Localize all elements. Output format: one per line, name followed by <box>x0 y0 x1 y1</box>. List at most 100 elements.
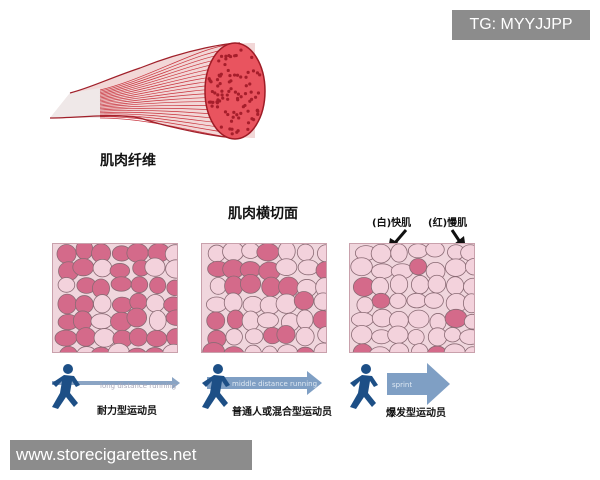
fast-fiber-cell <box>148 310 167 331</box>
slow-fiber-cell <box>145 347 164 352</box>
fast-fiber-cell <box>244 328 264 345</box>
fast-muscle-label: (白)快肌 <box>372 218 412 229</box>
slow-fiber-cell <box>261 276 281 297</box>
slow-fiber-cell <box>312 310 326 330</box>
athlete-label-explosive: 爆发型运动员 <box>386 408 446 419</box>
slow-fiber-cell <box>75 244 94 260</box>
fast-fiber-cell <box>444 327 462 343</box>
fast-fiber-cell <box>76 346 97 352</box>
fast-fiber-cell <box>295 327 315 347</box>
slow-fiber-cell <box>293 291 314 311</box>
fast-fiber-cell <box>296 244 315 262</box>
slow-fiber-cell <box>166 328 177 347</box>
fast-fiber-cell <box>275 293 298 314</box>
slow-fiber-cell <box>276 325 296 344</box>
fast-fiber-cell <box>90 313 113 330</box>
fast-fiber-cell <box>356 296 374 314</box>
arrow-label-sprint: sprint <box>392 381 413 389</box>
fast-fiber-cell <box>407 309 430 329</box>
slow-fiber-cell <box>126 307 148 328</box>
fast-fiber-cell <box>371 263 394 279</box>
slow-fiber-cell <box>239 274 262 294</box>
fast-fiber-cell <box>389 292 407 309</box>
fast-fiber-cell <box>463 277 474 296</box>
arrow-label-long: long distance running <box>100 382 177 390</box>
fast-fiber-cell <box>317 244 326 263</box>
slow-fiber-cell <box>111 296 133 314</box>
fast-fiber-cell <box>463 293 474 314</box>
fast-fiber-cell <box>244 344 262 352</box>
fast-fiber-cell <box>445 258 467 277</box>
fast-fiber-cell <box>427 327 448 347</box>
fast-fiber-cell <box>446 276 465 296</box>
watermark-top: TG: MYYJJPP <box>452 10 590 40</box>
slow-fiber-cell <box>75 327 97 347</box>
slow-fiber-cell <box>444 308 468 328</box>
sprint-arrow <box>387 373 427 395</box>
fast-fiber-cell <box>387 325 409 344</box>
runner-icon <box>202 364 230 409</box>
slow-fiber-cell <box>72 258 95 277</box>
fast-fiber-cell <box>389 274 409 295</box>
fast-fiber-cell <box>351 325 373 345</box>
long-distance-arrow <box>52 381 172 385</box>
slow-fiber-cell <box>146 329 168 348</box>
fast-fiber-cell <box>459 329 474 345</box>
fast-fiber-cell <box>389 342 410 352</box>
athlete-label-mixed: 普通人或混合型运动员 <box>232 407 332 418</box>
slow-fiber-cell <box>130 276 149 294</box>
watermark-bottom: www.storecigarettes.net <box>10 440 252 470</box>
slow-fiber-cell <box>56 244 77 264</box>
fast-fiber-cell <box>241 310 260 332</box>
runner-icon <box>350 364 378 409</box>
fast-fiber-cell <box>144 257 166 277</box>
slow-fiber-cell <box>427 345 448 352</box>
slow-fiber-cell <box>110 276 132 292</box>
slow-fiber-cell <box>223 346 244 352</box>
muscle-fiber-illustration <box>50 42 266 140</box>
cross-section-panel-mixed <box>201 243 327 353</box>
fast-fiber-cell <box>165 259 177 279</box>
fast-fiber-cell <box>407 329 425 346</box>
fast-fiber-cell <box>427 274 447 294</box>
fast-fiber-cell <box>222 244 245 262</box>
slow-arrow-icon <box>450 229 462 243</box>
fast-fiber-cell <box>369 346 391 352</box>
fast-fiber-cell <box>370 244 392 264</box>
fast-fiber-cell <box>317 326 326 344</box>
fast-fiber-cell <box>425 244 445 258</box>
slow-fiber-cell <box>54 329 78 347</box>
fiber-title: 肌肉纤维 <box>100 153 156 169</box>
fast-fiber-cell <box>162 343 177 352</box>
slow-fiber-cell <box>149 276 167 295</box>
runner-icon <box>52 364 80 409</box>
fast-fiber-cell <box>256 312 279 329</box>
fast-fiber-cell <box>406 292 427 309</box>
fast-fiber-cell <box>297 259 320 276</box>
fast-fiber-cell <box>93 294 112 314</box>
fast-fiber-cell <box>410 275 430 295</box>
slow-fiber-cell <box>109 263 131 279</box>
slow-fiber-cell <box>256 244 280 262</box>
fast-fiber-cell <box>443 343 466 352</box>
fast-fiber-cell <box>57 277 76 293</box>
fast-fiber-cell <box>463 313 474 330</box>
slow-fiber-cell <box>206 311 226 331</box>
fast-fiber-cell <box>464 346 474 352</box>
fast-fiber-cell <box>296 309 314 330</box>
slow-fiber-cell <box>371 292 391 309</box>
slow-fiber-cell <box>352 343 373 352</box>
fast-fiber-cell <box>370 276 389 296</box>
slow-fiber-cell <box>166 279 177 296</box>
slow-muscle-label: (红)慢肌 <box>428 218 468 229</box>
fast-fiber-cell <box>206 296 228 313</box>
arrow-label-middle: middle distance running <box>232 380 318 388</box>
fast-fiber-cell <box>223 292 243 313</box>
fast-fiber-cell <box>423 292 444 309</box>
slow-fiber-cell <box>126 244 149 263</box>
fast-fiber-cell <box>390 244 408 263</box>
runner-arrows <box>52 363 450 409</box>
cross-section-panel-endurance <box>52 243 178 353</box>
fast-fiber-cell <box>209 277 227 295</box>
slow-fiber-cell <box>296 346 314 352</box>
